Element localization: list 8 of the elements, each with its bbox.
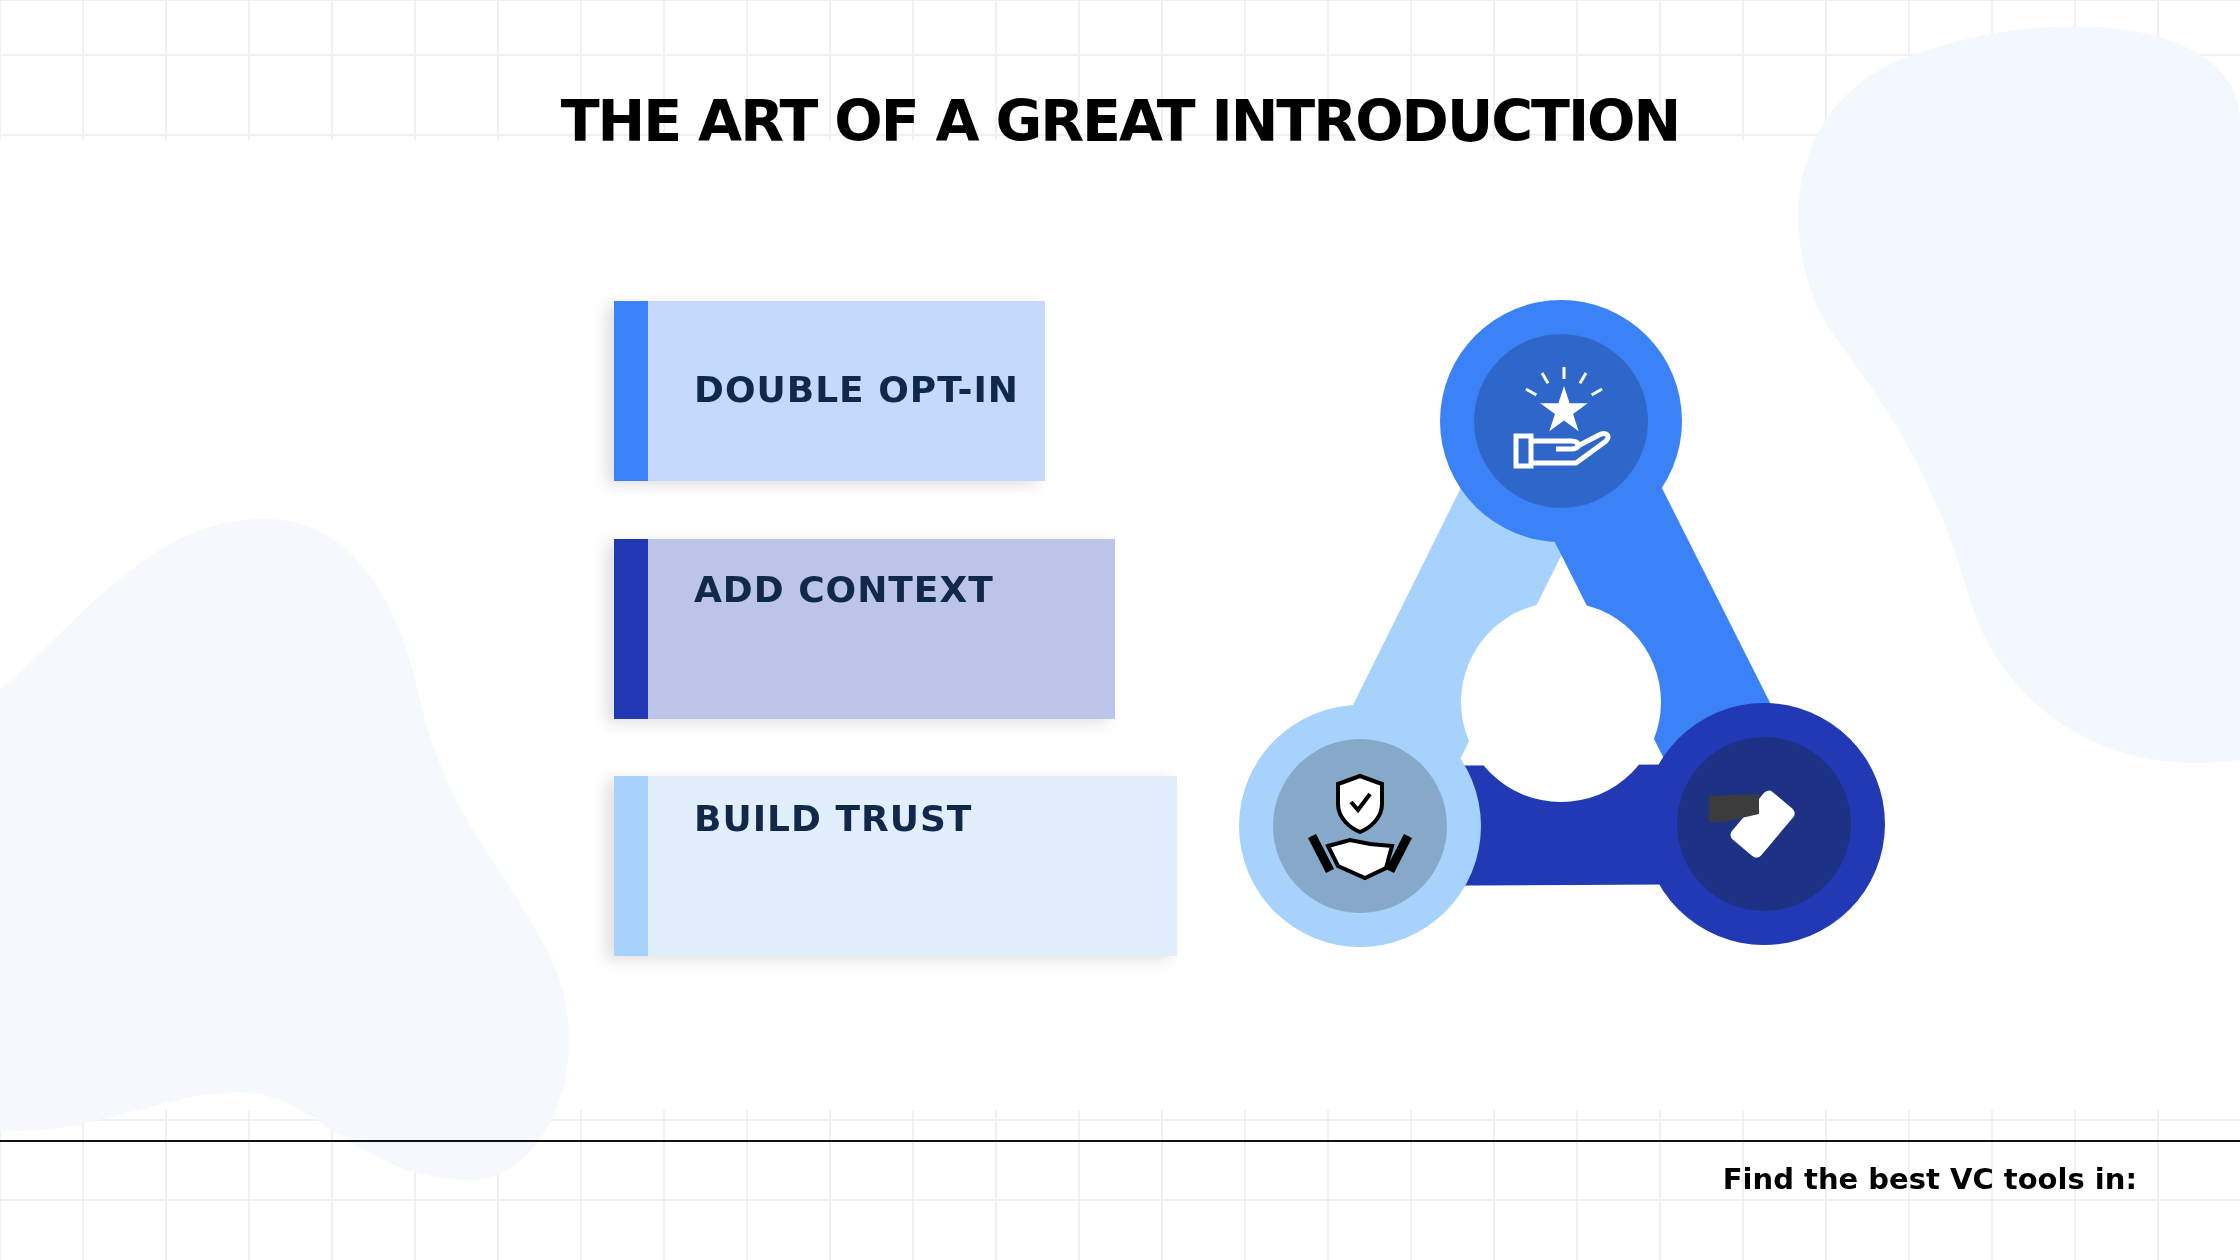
card-label: DOUBLE OPT-IN: [694, 369, 1019, 410]
item-card: [614, 301, 1045, 481]
card-label: ADD CONTEXT: [694, 569, 994, 610]
title: THE ART OF A GREAT INTRODUCTION: [559, 88, 1681, 154]
footer-note: Find the best VC tools in:: [1722, 1162, 2137, 1196]
item-card: [614, 539, 1115, 719]
item-card: [614, 776, 1177, 956]
card-label: BUILD TRUST: [694, 798, 973, 839]
